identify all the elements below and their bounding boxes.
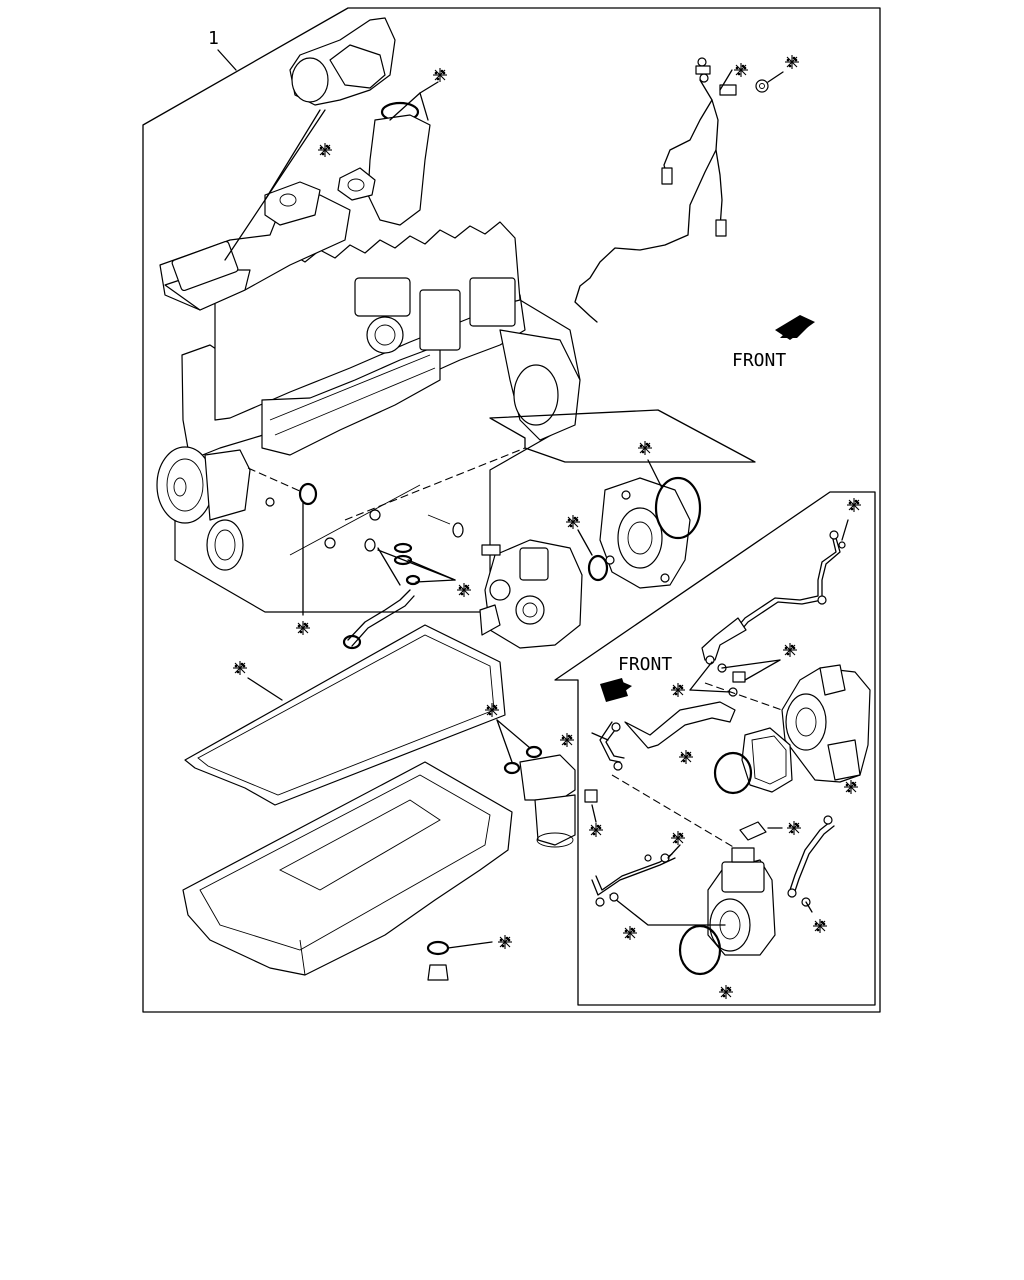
- turbo-oil-return: [591, 701, 736, 771]
- front-label-turbo: FRONT: [618, 654, 672, 675]
- front-arrow-turbo: FRONT: [600, 654, 672, 702]
- oil-filter: [496, 719, 598, 848]
- turbo-washers: [689, 655, 781, 697]
- oil-pan: [182, 761, 513, 981]
- kit-marker-icon: [812, 918, 828, 934]
- kit-marker-icon: [295, 620, 311, 636]
- kit-marker-icon: [786, 820, 802, 836]
- air-compressor: [609, 774, 776, 976]
- front-label-engine: FRONT: [732, 350, 786, 371]
- kit-marker-icon: [846, 497, 862, 513]
- engine-block: [156, 221, 581, 613]
- kit-marker-icon: [559, 732, 575, 748]
- turbocharger: [704, 664, 871, 795]
- kit-marker-icon: [588, 822, 604, 838]
- item-number: 1: [208, 28, 219, 49]
- kit-marker-icon: [232, 660, 248, 676]
- kit-marker-icon: [843, 779, 859, 795]
- kit-marker-icon: [718, 984, 734, 1000]
- kit-marker-icon: [670, 830, 686, 846]
- kit-marker-icon: [678, 749, 694, 765]
- flywheel-housing: [499, 329, 581, 441]
- crank-pulley: [156, 446, 251, 524]
- rear-seal-housing: [599, 459, 702, 589]
- kit-boundary: [142, 7, 881, 1013]
- kit-marker-icon: [497, 934, 513, 950]
- turbo-subassembly-boundary: [554, 491, 876, 1006]
- kit-marker-icon: [317, 142, 333, 158]
- kit-marker-icon: [432, 67, 448, 83]
- fuel-seals: [298, 482, 456, 650]
- kit-marker-icon: [670, 682, 686, 698]
- kit-marker-icon: [565, 514, 581, 530]
- front-arrow-engine: FRONT: [732, 315, 815, 371]
- item-number-callout: 1: [208, 28, 237, 71]
- front-cover: [206, 519, 244, 571]
- egr-valve: [354, 277, 516, 354]
- kit-marker-icon: [622, 925, 638, 941]
- kit-marker-icon: [484, 702, 500, 718]
- injection-pump: [427, 514, 609, 649]
- dashed-leaders: [247, 409, 756, 521]
- intake-manifold-parts: [159, 17, 439, 311]
- injector-harness: [574, 57, 784, 323]
- kit-marker-icon: [782, 642, 798, 658]
- compressor-lines: [591, 815, 835, 913]
- kit-marker-icon: [733, 62, 749, 78]
- turbo-oil-feed-pipe: [701, 519, 849, 661]
- kit-marker-icon: [637, 440, 653, 456]
- kit-marker-icon: [456, 582, 472, 598]
- oil-pan-gasket: [184, 624, 506, 806]
- intake-runners: [261, 344, 441, 456]
- kit-marker-icon: [784, 54, 800, 70]
